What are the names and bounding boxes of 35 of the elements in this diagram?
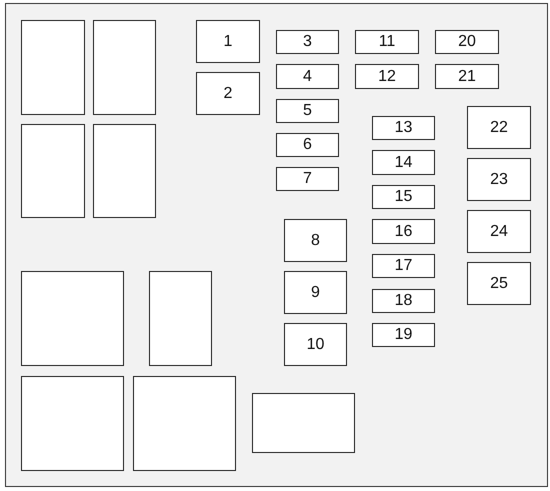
relay <box>149 271 212 366</box>
fuse: 24 <box>467 210 531 253</box>
fuse: 11 <box>355 30 419 54</box>
fuse: 6 <box>276 133 339 157</box>
fuse: 3 <box>276 30 339 54</box>
fuse: 21 <box>435 64 499 89</box>
fuse: 13 <box>372 116 435 140</box>
relay <box>21 20 85 115</box>
relay <box>21 376 124 471</box>
relay <box>21 124 85 218</box>
fuse: 16 <box>372 219 435 244</box>
fuse: 23 <box>467 158 531 201</box>
relay <box>252 393 355 453</box>
fuse: 7 <box>276 167 339 191</box>
fuse-box-panel <box>5 3 548 487</box>
fuse: 10 <box>284 323 347 366</box>
fuse: 9 <box>284 271 347 314</box>
fuse: 8 <box>284 219 347 262</box>
fuse: 18 <box>372 289 435 313</box>
fuse: 5 <box>276 99 339 123</box>
relay <box>93 20 156 115</box>
fuse: 15 <box>372 185 435 209</box>
fuse: 17 <box>372 254 435 278</box>
fuse: 12 <box>355 64 419 89</box>
fuse: 1 <box>196 20 260 63</box>
relay <box>93 124 156 218</box>
fuse: 22 <box>467 106 531 149</box>
relay <box>133 376 236 471</box>
fuse: 20 <box>435 30 499 54</box>
fuse: 14 <box>372 150 435 175</box>
fuse: 25 <box>467 262 531 305</box>
relay <box>21 271 124 366</box>
fuse: 2 <box>196 72 260 115</box>
fuse: 19 <box>372 323 435 347</box>
fuse: 4 <box>276 64 339 89</box>
